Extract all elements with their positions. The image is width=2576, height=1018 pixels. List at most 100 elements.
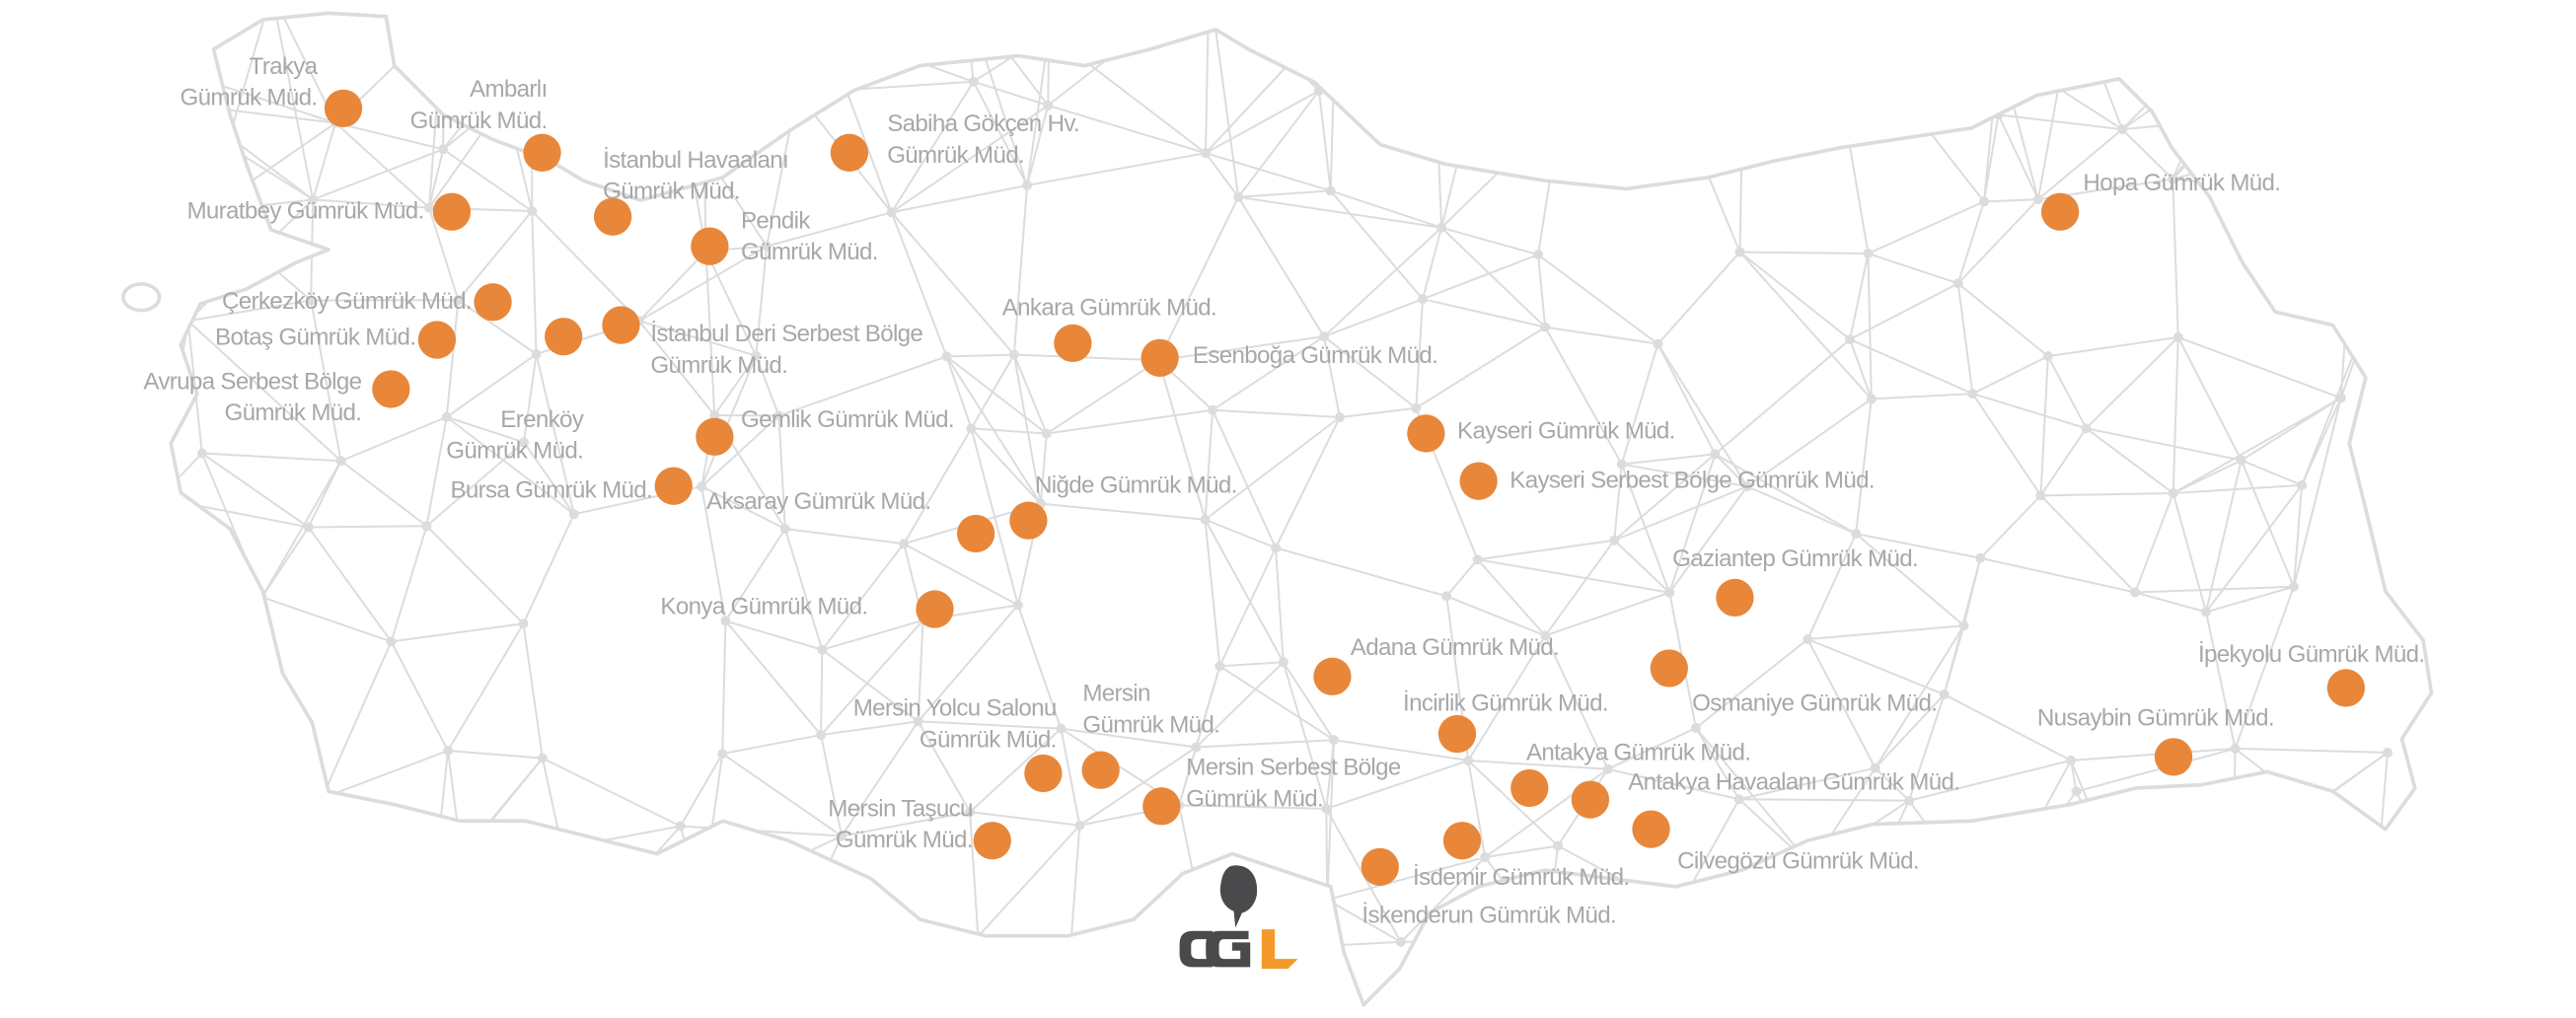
office-label: Nusaybin Gümrük Müd. — [2037, 705, 2274, 732]
network-line — [171, 50, 189, 322]
office-marker[interactable]: Cilvegözü Gümrük Müd. — [1632, 810, 1920, 875]
office-marker[interactable]: Konya Gümrük Müd. — [660, 590, 954, 628]
office-dot[interactable] — [1009, 501, 1048, 540]
office-marker[interactable]: Esenboğa Gümrük Müd. — [1141, 338, 1438, 378]
office-dot[interactable] — [1632, 810, 1670, 848]
network-node — [675, 821, 686, 832]
office-marker[interactable]: İpekyolu Gümrük Müd. — [2198, 641, 2425, 707]
office-dot[interactable] — [2040, 192, 2080, 231]
office-dot[interactable] — [1141, 338, 1179, 378]
office-dot[interactable] — [1081, 751, 1120, 789]
office-dot[interactable] — [1442, 822, 1482, 860]
network-line — [700, 20, 707, 252]
office-dot[interactable] — [973, 822, 1011, 860]
network-line — [1415, 326, 1546, 409]
office-dot[interactable] — [1024, 754, 1063, 793]
office-marker[interactable]: İsdemir Gümrük Müd. — [1413, 822, 1630, 891]
network-line — [171, 797, 323, 811]
network-line — [443, 18, 533, 38]
office-dot[interactable] — [1459, 462, 1498, 500]
office-marker[interactable]: Bursa Gümrük Müd. — [450, 467, 693, 505]
office-dot[interactable] — [654, 467, 693, 505]
network-line — [2342, 133, 2356, 198]
office-dot[interactable] — [1313, 657, 1352, 695]
office-dot[interactable] — [523, 133, 561, 172]
office-dot[interactable] — [1407, 414, 1445, 453]
network-line — [270, 13, 315, 200]
office-marker[interactable]: Antakya Havaalanı Gümrük Müd. — [1571, 769, 1960, 819]
network-line — [1212, 335, 1325, 411]
office-dot[interactable] — [474, 283, 512, 322]
office-marker[interactable]: Kayseri Serbest Bölge Gümrük Müd. — [1459, 462, 1876, 500]
office-dot[interactable] — [691, 227, 729, 265]
office-marker[interactable]: Muratbey Gümrük Müd. — [186, 192, 472, 231]
network-line — [1012, 354, 1048, 434]
network-node — [1411, 402, 1422, 413]
office-dot[interactable] — [1437, 714, 1477, 754]
network-line — [777, 415, 786, 530]
office-marker[interactable]: Gaziantep Gümrük Müd. — [1672, 545, 1919, 618]
network-node — [1533, 250, 1544, 260]
office-marker[interactable]: Aksaray Gümrük Müd. — [706, 488, 995, 553]
network-line — [1998, 113, 2123, 131]
office-marker[interactable]: Gemlik Gümrük Müd. — [696, 406, 955, 456]
office-dot[interactable] — [324, 89, 363, 127]
office-label: Çerkezköy Gümrük Müd. — [222, 288, 472, 315]
office-marker[interactable]: İncirlik Gümrük Müd. — [1403, 691, 1609, 754]
office-dot[interactable] — [2326, 669, 2366, 707]
office-marker[interactable]: Antakya Gümrük Müd. — [1510, 740, 1751, 808]
network-line — [1205, 152, 1239, 198]
office-marker[interactable]: Hopa Gümrük Müd. — [2040, 170, 2281, 231]
office-marker[interactable]: Osmaniye Gümrük Müd. — [1650, 649, 1938, 717]
office-dot[interactable] — [593, 197, 632, 236]
office-marker[interactable]: Kayseri Gümrük Müd. — [1407, 414, 1675, 453]
network-line — [713, 355, 758, 416]
office-dot[interactable] — [1361, 847, 1399, 887]
office-dot[interactable] — [830, 133, 869, 172]
office-dot[interactable] — [1054, 324, 1092, 363]
office-dot[interactable] — [545, 318, 583, 356]
office-marker[interactable]: Ankara Gümrük Müd. — [1002, 295, 1217, 363]
office-marker[interactable]: Çerkezköy Gümrük Müd. — [222, 283, 512, 322]
network-line — [1544, 634, 1609, 770]
network-line — [1545, 326, 1658, 345]
office-dot[interactable] — [956, 514, 995, 553]
office-marker[interactable]: Botaş Gümrük Müd. — [215, 321, 457, 359]
office-marker[interactable]: Sabiha Gökçen Hv.Gümrük Müd. — [830, 110, 1080, 172]
office-dot[interactable] — [696, 417, 734, 456]
network-line — [2036, 13, 2075, 200]
office-dot[interactable] — [602, 306, 640, 344]
office-dot[interactable] — [1571, 780, 1610, 819]
office-dot[interactable] — [432, 192, 472, 231]
network-line — [1738, 32, 1745, 253]
office-dot[interactable] — [1510, 768, 1549, 808]
network-line — [700, 835, 843, 904]
office-marker[interactable]: Nusaybin Gümrük Müd. — [2037, 705, 2275, 776]
office-dot[interactable] — [1142, 787, 1181, 826]
office-dot[interactable] — [916, 590, 954, 628]
office-dot[interactable] — [372, 370, 410, 408]
network-line — [334, 121, 444, 151]
office-dot[interactable] — [1716, 578, 1754, 618]
office-marker[interactable]: Niğde Gümrük Müd. — [1009, 472, 1237, 540]
office-dot[interactable] — [1650, 649, 1688, 688]
network-line — [1317, 90, 1332, 191]
network-line — [725, 619, 823, 651]
office-marker[interactable]: Adana Gümrük Müd. — [1313, 634, 1560, 695]
office-label: Cilvegözü Gümrük Müd. — [1677, 848, 1919, 875]
office-dot[interactable] — [417, 321, 457, 359]
network-line — [638, 320, 716, 416]
office-marker[interactable]: İskenderun Gümrük Müd. — [1361, 847, 1617, 929]
office-dot[interactable] — [2154, 738, 2193, 776]
